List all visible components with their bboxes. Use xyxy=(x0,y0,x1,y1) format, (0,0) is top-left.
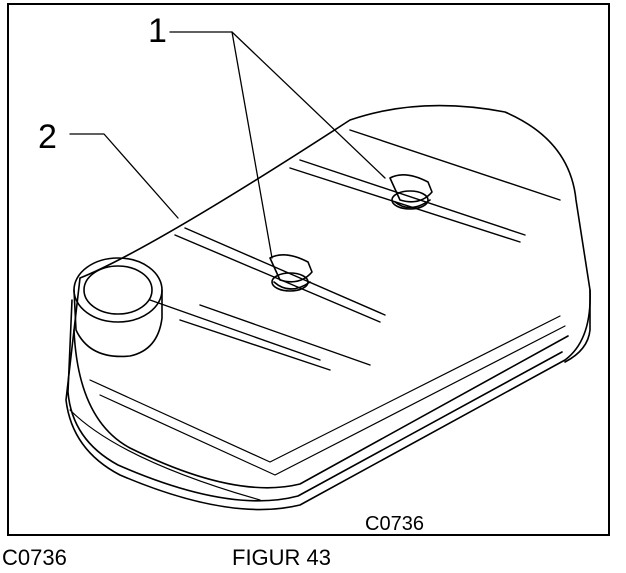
caption-title: FIGUR 43 xyxy=(232,545,332,570)
caption-code: C0736 xyxy=(2,545,67,570)
figure-frame xyxy=(7,3,610,536)
tank-body xyxy=(65,104,591,511)
clamp-1 xyxy=(269,254,313,292)
clamp-2 xyxy=(389,174,433,210)
filler-neck xyxy=(73,257,163,358)
top-grooves xyxy=(149,129,561,371)
drawing-code: C0736 xyxy=(365,513,424,535)
callout-label-1: 1 xyxy=(148,12,167,50)
callout-label-2: 2 xyxy=(38,118,57,156)
leader-lines xyxy=(69,31,386,259)
